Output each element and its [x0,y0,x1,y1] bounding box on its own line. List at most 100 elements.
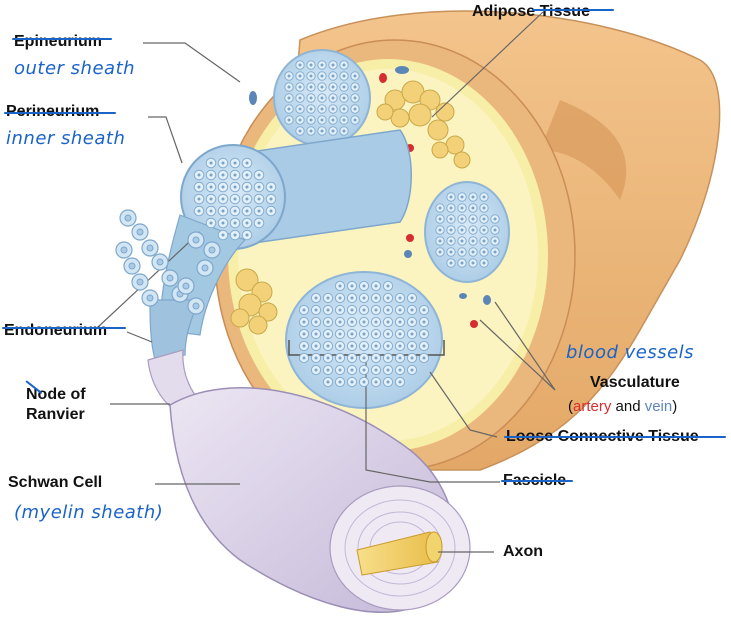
fiber-core [245,185,249,189]
fiber-core [482,206,486,210]
fiber-core [257,209,261,213]
fiber-core [362,296,366,300]
fiber-core [257,173,261,177]
fiber-core [338,368,342,372]
fiber-core [309,63,313,67]
fiber-core [287,107,291,111]
fiber-core [438,206,442,210]
fiber-core [326,356,330,360]
fiber-core [410,332,414,336]
fiber-core [209,221,213,225]
fiber-core [342,107,346,111]
fiber-core [493,239,497,243]
fiber-core [221,173,225,177]
fiber-core [374,332,378,336]
fiber-core [233,221,237,225]
fiber-core [386,320,390,324]
fiber-core [298,107,302,111]
fiber-core [309,74,313,78]
fiber-core [374,284,378,288]
fiber-core [350,320,354,324]
fiber-end-core [156,258,164,266]
fibers-large [298,280,430,388]
fiber-core [362,356,366,360]
fiber-core [257,185,261,189]
fiber-core [338,320,342,324]
fiber-core [209,185,213,189]
fiber-core [460,261,464,265]
fiber-core [287,74,291,78]
annotation-myelin-sheath: (myelin sheath) [14,502,164,523]
fiber-core [374,356,378,360]
fiber-core [353,74,357,78]
fiber-core [398,320,402,324]
fibers-right [435,192,500,268]
fiber-core [331,74,335,78]
fiber-core [398,344,402,348]
fiber-core [438,239,442,243]
fiber-core [245,221,249,225]
fiber-end-core [192,236,200,244]
fiber-core [342,96,346,100]
fiber-core [398,308,402,312]
strike-adipose [532,9,614,11]
label-schwann-cell: Schwan Cell [8,474,103,491]
fiber-core [338,344,342,348]
fiber-core [338,380,342,384]
fiber-core [410,320,414,324]
fibers-protruding [193,157,277,241]
fiber-core [309,85,313,89]
fiber-core [320,118,324,122]
fiber-core [326,296,330,300]
fiber-core [331,107,335,111]
fiber-core [233,197,237,201]
fiber-core [460,228,464,232]
fiber-core [338,284,342,288]
fiber-core [422,332,426,336]
fiber-core [350,296,354,300]
fiber-core [287,118,291,122]
fiber-core [471,206,475,210]
fiber-core [362,332,366,336]
fiber-core [331,118,335,122]
fiber-core [314,296,318,300]
fiber-core [314,308,318,312]
fiber-core [233,173,237,177]
fiber-core [482,217,486,221]
fiber-core [449,261,453,265]
annotation-outer-sheath: outer sheath [14,58,136,79]
fiber-core [374,308,378,312]
fiber-core [410,368,414,372]
fiber-end-core [128,262,136,270]
fiber-core [221,221,225,225]
label-node-of-ranvier-1: Node of [26,386,86,403]
fiber-core [257,221,261,225]
fiber-core [350,368,354,372]
strike-epineurium [12,38,112,40]
label-axon: Axon [503,543,543,560]
adipose-cluster-left [230,268,278,335]
fiber-end-core [201,264,209,272]
fiber-core [342,63,346,67]
fiber-core [362,284,366,288]
fiber-core [374,344,378,348]
strike-perineurium [4,112,116,114]
fiber-core [209,173,213,177]
fiber-core [245,161,249,165]
fiber-core [326,308,330,312]
fiber-core [309,107,313,111]
label-vasculature: Vasculature [590,374,680,391]
fiber-core [302,308,306,312]
label-adipose-tissue: Adipose Tissue [472,3,590,20]
fiber-core [269,209,273,213]
fiber-core [269,197,273,201]
fiber-core [338,308,342,312]
fiber-core [314,320,318,324]
fiber-core [298,118,302,122]
fiber-core [362,380,366,384]
axon [356,531,443,576]
fiber-core [422,308,426,312]
fiber-end-core [166,274,174,282]
fiber-core [342,85,346,89]
label-perineurium: Perineurium [6,103,99,121]
